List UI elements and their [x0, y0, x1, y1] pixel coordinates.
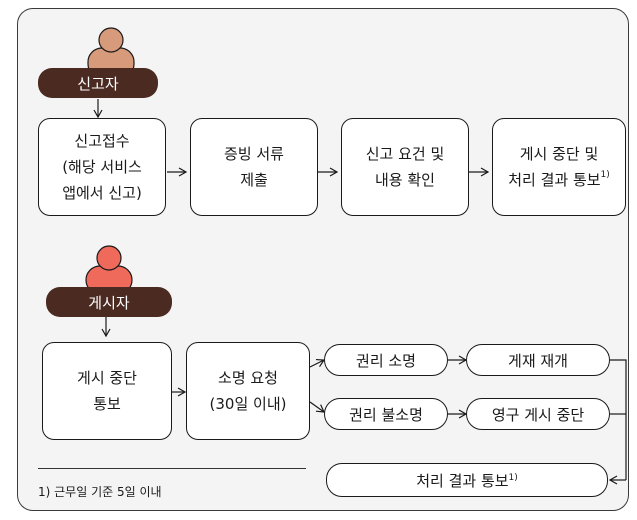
step-request-explanation-line: 소명 요청 — [218, 369, 278, 387]
outcome-repost: 게재 재개 — [466, 344, 610, 376]
arrow-to-branch-a — [309, 358, 326, 368]
arrow-to-branch-b — [309, 401, 325, 413]
step-report-intake-line: (해당 서비스 — [62, 158, 142, 176]
step-request-explanation: 소명 요청 (30일 이내) — [186, 342, 310, 440]
step-report-intake-line: 앱에서 신고) — [62, 184, 142, 202]
step-report-intake: 신고접수 (해당 서비스 앱에서 신고) — [38, 118, 166, 216]
branch-rights-proven: 권리 소명 — [324, 344, 448, 376]
step-verify-requirements-line: 신고 요건 및 — [365, 145, 445, 163]
step-submit-evidence-line: 제출 — [240, 171, 268, 189]
step-suspension-notice-line: 게시 중단 — [77, 369, 137, 387]
step-request-explanation-line: (30일 이내) — [209, 395, 287, 413]
outcome-permanent-suspension: 영구 게시 중단 — [466, 398, 610, 430]
outcome-a-connector — [610, 359, 627, 480]
step-suspension-notice: 게시 중단 통보 — [42, 342, 172, 440]
step-suspend-and-notify-line: 처리 결과 통보 — [508, 171, 601, 189]
step-submit-evidence-line: 증빙 서류 — [224, 145, 284, 163]
publisher-role-label: 게시자 — [46, 287, 172, 317]
step-suspend-and-notify-line: 게시 중단 및 — [519, 145, 599, 163]
footnote-mark: 1) — [600, 170, 610, 180]
branch-rights-not-proven: 권리 불소명 — [324, 398, 448, 430]
footnote-divider — [38, 468, 306, 469]
reporter-role-label: 신고자 — [38, 68, 158, 98]
step-suspend-and-notify: 게시 중단 및 처리 결과 통보1) — [492, 118, 626, 216]
step-verify-requirements: 신고 요건 및 내용 확인 — [341, 118, 469, 216]
step-report-intake-line: 신고접수 — [74, 132, 130, 150]
step-submit-evidence: 증빙 서류 제출 — [190, 118, 318, 216]
step-suspension-notice-line: 통보 — [93, 395, 121, 413]
footnote-text: 1) 근무일 기준 5일 이내 — [38, 485, 162, 499]
final-result-notice-label: 처리 결과 통보 — [416, 471, 509, 490]
step-verify-requirements-line: 내용 확인 — [375, 171, 435, 189]
